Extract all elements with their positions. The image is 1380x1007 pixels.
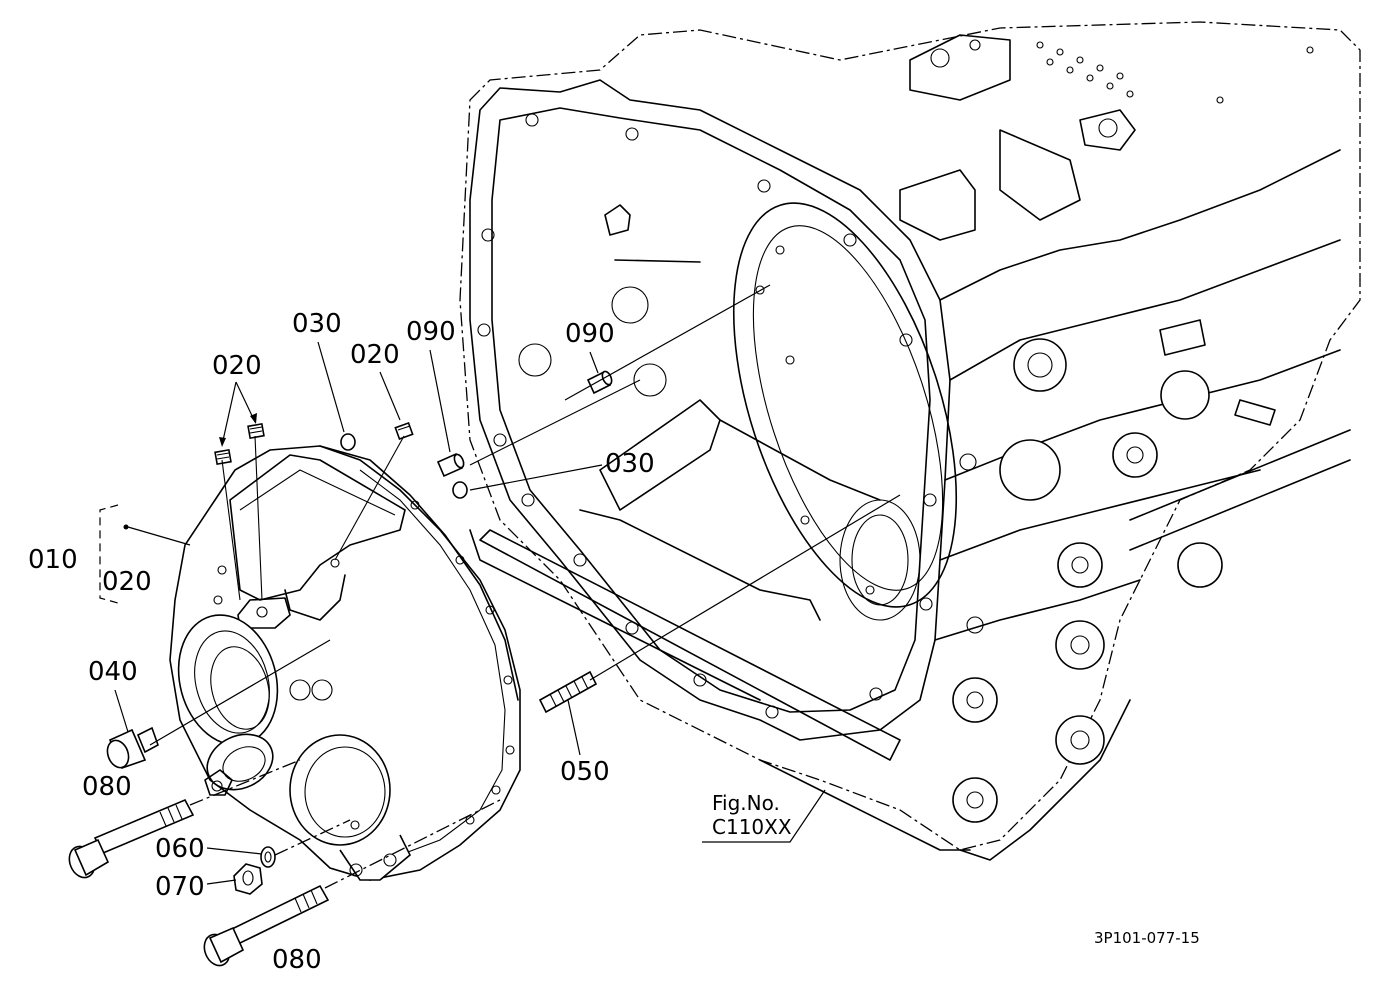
label-060: 060 [155,834,205,864]
label-010: 010 [28,545,78,575]
drawing-id: 3P101-077-15 [1094,929,1200,947]
plug-020-left-a [214,448,232,466]
nut-070 [233,863,263,895]
assembly-lines [149,284,901,889]
clutch-housing [169,445,521,881]
label-020-right: 020 [350,340,400,370]
plug-020-left-b [247,422,265,440]
housing-bolt-holes [213,500,515,830]
oring-030-mid [452,481,468,499]
pin-090-left [436,452,465,478]
side-bosses [952,338,1223,823]
fig-ref-line2: C110XX [712,815,792,839]
oring-030-top [340,433,356,451]
plug-020-right [394,421,414,441]
label-080-lower: 080 [272,945,322,975]
label-050: 050 [560,757,610,787]
fig-ref-line1: Fig.No. [712,791,780,815]
label-070: 070 [155,872,205,902]
washer-060 [260,846,276,868]
label-020-left: 020 [212,351,262,381]
case-bolt-holes [477,113,937,719]
bolt-080-upper [68,798,195,879]
label-040: 040 [88,657,138,687]
label-030-top: 030 [292,309,342,339]
plug-040 [106,726,159,770]
transmission-case [459,21,1361,861]
label-080-upper: 080 [82,772,132,802]
label-090-left: 090 [406,317,456,347]
stud-050 [538,670,598,714]
label-020-group: 020 [102,567,152,597]
label-030-mid: 030 [605,449,655,479]
label-090-right: 090 [565,319,615,349]
pin-090-right [586,370,613,395]
callouts: 010 020 020 030 020 090 090 030 040 050 … [28,309,826,975]
top-bolt-pattern [1036,41,1314,104]
bolt-080-lower [203,884,330,967]
